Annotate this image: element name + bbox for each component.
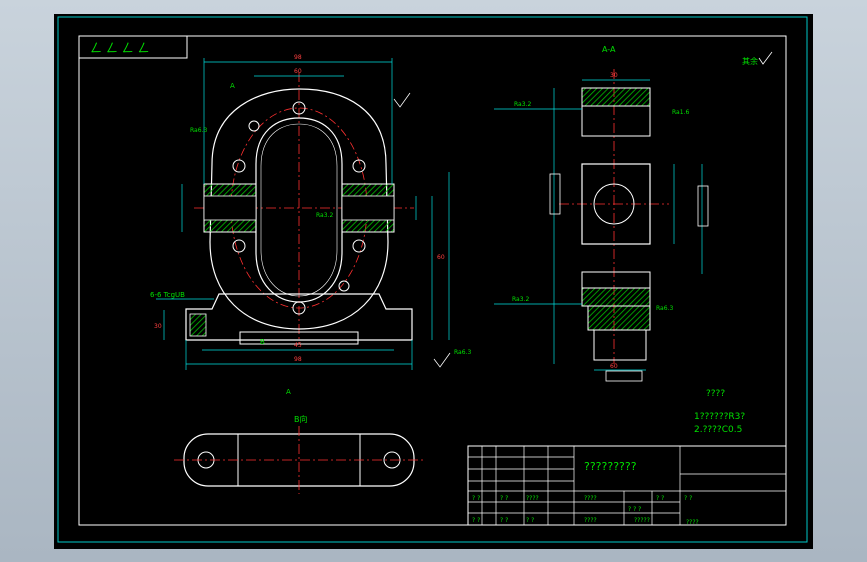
view-label-b: B [260,338,265,346]
dim-top-width: 98 [294,54,302,61]
dim-foot-height: 30 [154,323,162,330]
view-b-title: B向 [294,414,308,424]
tolerance-frame-3 [605,370,643,382]
view-b[interactable]: B向 [174,414,424,494]
inner-frame [78,35,787,526]
base-foot [185,293,413,341]
dim-slot-length: 45 [294,342,302,349]
bolt-hole [338,280,350,292]
left-boss-bore [203,195,257,221]
foot-hole-section [189,313,207,337]
note-2: 2.????C0.5 [694,425,742,435]
front-view[interactable]: 98 60 98 45 60 30 6-6 TcgUB A A B Ra6.3 … [150,54,471,396]
title-cell-5: ???? [584,517,597,524]
technical-notes: ???? 1??????R3? 2.????C0.5 [694,389,745,435]
dim-height: 60 [437,254,445,261]
bolt-hole [232,159,246,173]
corner-marks: ㄥ ㄥ ㄥ ㄥ [90,41,149,55]
upper-wall [581,105,651,137]
middle-body [581,163,651,245]
section-title: A-A [602,45,616,54]
title-cell-4: ? ? ? [628,506,641,513]
title-block[interactable]: ????????? ? ? ? ? ???? ? ? ? ? ? ? ???? … [467,445,787,526]
lower-foot [587,305,651,331]
roughness-symbol-front-2 [433,352,451,368]
dim-base-length: 98 [294,356,302,363]
title-cell-7: ???? [686,519,699,526]
section-view-a-a[interactable]: A-A Ra3.2 Ra1.6 Ra3.2 Ra6.3 30 60 [494,45,773,382]
bolt-holes [232,101,366,315]
title-row-label-1: ? ? [472,495,480,502]
base-slot [239,331,359,345]
roughness-section-2: Ra1.6 [672,109,689,116]
section-label-a-top: A [230,82,235,90]
housing-outline [209,88,389,330]
section-label-a-bottom: A [286,388,291,396]
bolt-hole [292,101,306,115]
bolt-hole [248,120,260,132]
hole-callout: 6-6 TcgUB [150,291,185,299]
title-row-label-5: ? ? [500,517,508,524]
note-1: 1??????R3? [694,412,745,422]
roughness-section-1: Ra3.2 [514,101,531,108]
front-dimensions [156,58,450,370]
title-cell-2: ? ? [656,495,664,502]
title-row-label-3: ???? [526,495,539,502]
outer-frame [57,16,808,543]
title-row-label-4: ? ? [472,517,480,524]
section-dimensions [494,79,703,371]
bolt-hole [232,239,246,253]
title-block-frame [467,445,787,526]
tolerance-frame-1 [549,173,561,215]
title-cell-3: ? ? [684,495,692,502]
title-cell-6: ????? [634,517,650,524]
corner-mark-box [78,35,188,59]
right-boss-bore [341,195,395,221]
roughness-rest-label: 其余 [742,56,758,66]
roughness-front-2: Ra3.2 [316,212,333,219]
dim-section-width: 30 [610,72,618,79]
title-row-label-2: ? ? [500,495,508,502]
title-cell-1: ???? [584,495,597,502]
bolt-hole [352,239,366,253]
cad-drawing[interactable]: ㄥ ㄥ ㄥ ㄥ [54,14,813,549]
roughness-front-3: Ra6.3 [454,349,471,356]
title-row-label-6: ? ? [526,517,534,524]
roughness-front-1: Ra6.3 [190,127,207,134]
dim-section-base: 60 [610,363,618,370]
roughness-section-3: Ra3.2 [512,296,529,303]
bolt-hole [292,301,306,315]
roughness-rest-symbol [758,51,773,65]
inner-bore-chamfer [260,123,338,297]
base-plate [593,329,647,361]
dim-bore-width: 60 [294,68,302,75]
upper-flange [581,87,651,107]
drawing-viewport[interactable]: ㄥ ㄥ ㄥ ㄥ [54,14,813,549]
lower-flange [581,287,651,307]
middle-bore [593,183,635,225]
roughness-symbol-front [393,92,411,108]
notes-title: ???? [706,389,725,399]
bolt-hole [352,159,366,173]
drawing-name: ????????? [584,460,637,473]
roughness-section-4: Ra6.3 [656,305,673,312]
tolerance-frame-2 [697,185,709,227]
lower-wall [581,271,651,289]
